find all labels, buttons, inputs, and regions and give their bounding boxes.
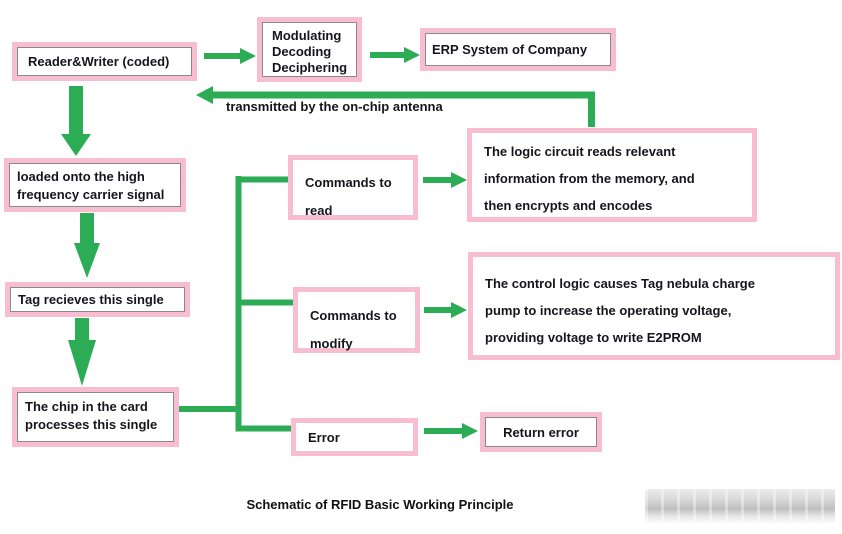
arrow-loaded-to-tag xyxy=(74,213,100,278)
wire-antenna-return xyxy=(212,91,595,127)
arrow-tag-to-chip xyxy=(68,318,96,386)
node-control-logic-line: providing voltage to write E2PROM xyxy=(485,330,702,345)
arrow-modulating-to-erp xyxy=(370,47,420,63)
antenna-arrow-label: transmitted by the on-chip antenna xyxy=(226,99,443,114)
node-commands-read-line: read xyxy=(305,203,333,218)
watermark-pixelated xyxy=(645,489,835,523)
node-commands-modify: Commands to modify xyxy=(293,287,420,353)
node-chip-processes: The chip in the card processes this sing… xyxy=(12,387,179,447)
node-logic-circuit-line: The logic circuit reads relevant xyxy=(484,144,676,159)
node-modulating-line: Deciphering xyxy=(272,60,348,75)
node-erp-system: ERP System of Company xyxy=(420,28,616,71)
node-commands-read-line: Commands to xyxy=(305,175,392,190)
node-reader-writer-label: Reader&Writer (coded) xyxy=(28,54,170,69)
node-control-logic: The control logic causes Tag nebula char… xyxy=(468,252,840,360)
node-loaded-carrier: loaded onto the high frequency carrier s… xyxy=(4,158,186,212)
node-error: Error xyxy=(291,418,418,456)
node-logic-circuit: The logic circuit reads relevant informa… xyxy=(467,128,757,222)
node-return-error-label: Return error xyxy=(503,424,579,440)
node-loaded-carrier-line: loaded onto the high xyxy=(17,169,145,184)
arrow-modify-to-control xyxy=(424,302,467,318)
node-chip-processes-line: The chip in the card xyxy=(25,399,148,414)
node-erp-system-label: ERP System of Company xyxy=(432,42,588,57)
node-modulating-line: Modulating xyxy=(272,28,342,43)
node-reader-writer: Reader&Writer (coded) xyxy=(12,42,197,81)
node-chip-processes-line: processes this single xyxy=(25,417,158,432)
arrow-read-to-logic xyxy=(423,172,467,188)
arrow-reader-to-modulating xyxy=(204,48,256,64)
wire-branch-trunk xyxy=(235,176,291,432)
node-logic-circuit-line: then encrypts and encodes xyxy=(484,198,653,213)
node-logic-circuit-line: information from the memory, and xyxy=(484,171,695,186)
node-control-logic-line: pump to increase the operating voltage, xyxy=(485,303,732,318)
node-commands-modify-line: modify xyxy=(310,336,353,351)
arrow-error-to-return xyxy=(424,423,478,439)
node-commands-read: Commands to read xyxy=(288,155,418,220)
node-commands-modify-line: Commands to xyxy=(310,308,397,323)
node-modulating-line: Decoding xyxy=(272,44,332,59)
node-tag-receives-label: Tag recieves this single xyxy=(18,292,164,307)
diagram-caption: Schematic of RFID Basic Working Principl… xyxy=(246,497,514,512)
arrowhead-antenna-return xyxy=(196,86,213,104)
arrow-reader-to-loaded xyxy=(61,86,91,156)
node-tag-receives: Tag recieves this single xyxy=(5,282,190,317)
node-modulating: Modulating Decoding Deciphering xyxy=(257,17,362,82)
node-loaded-carrier-line: frequency carrier signal xyxy=(17,187,165,202)
node-error-label: Error xyxy=(308,429,340,445)
node-control-logic-line: The control logic causes Tag nebula char… xyxy=(485,276,755,291)
node-return-error: Return error xyxy=(480,412,602,452)
